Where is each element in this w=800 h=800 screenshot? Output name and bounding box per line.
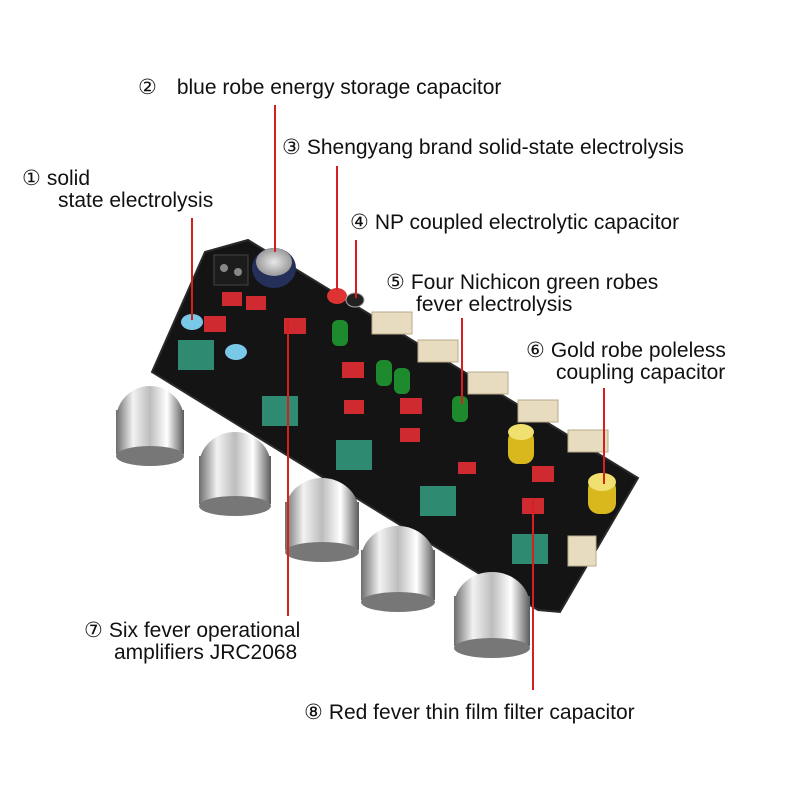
signal-connectors [371, 311, 609, 567]
green-nichicon-capacitors [332, 320, 468, 422]
callout-number: ② [138, 76, 157, 99]
knob [285, 478, 359, 562]
callout-number: ③ [282, 136, 301, 159]
knobs [116, 386, 530, 658]
callout-number: ⑧ [304, 701, 323, 724]
blue-storage-capacitor [252, 248, 296, 288]
callout-number: ⑦ [84, 619, 103, 642]
knob [199, 432, 271, 516]
red-film-capacitors [204, 292, 554, 514]
gold-coupling-capacitors [508, 424, 616, 514]
callout-number: ① [22, 167, 41, 190]
knob [454, 572, 530, 658]
potentiometers [178, 340, 548, 564]
callout-lines [191, 105, 605, 690]
callout-number: ④ [350, 211, 369, 234]
knob [361, 526, 435, 612]
knob [116, 386, 184, 466]
callout-number: ⑤ [386, 271, 405, 294]
callout-number: ⑥ [526, 339, 545, 362]
power-terminal [213, 254, 249, 286]
pcb [150, 238, 640, 614]
